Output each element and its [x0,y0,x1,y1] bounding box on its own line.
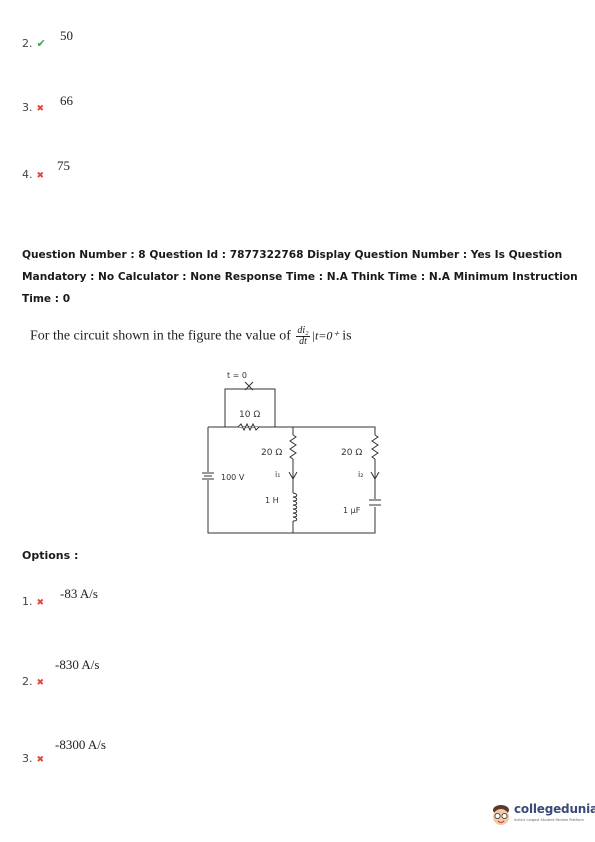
option-2: 2.✖ [22,675,44,688]
switch-icon [244,381,254,391]
option-number: 1. [22,595,33,608]
wrong-cross-icon: ✖ [36,755,45,765]
inductor-label: 1 H [265,496,279,505]
question-text: For the circuit shown in the figure the … [30,326,570,347]
option-1: 1.✖ [22,595,44,608]
question-meta-line: Question Number : 8 Question Id : 787732… [22,249,563,261]
option-3-text: -8300 A/s [55,737,106,752]
logo-name: collegedunia [514,802,595,816]
battery-icon [202,472,214,480]
logo-tagline: India's Largest Student Review Platform [514,818,584,822]
current-arrow-icon [288,471,298,481]
capacitor-label: 1 μF [343,506,361,515]
prev-option-4: 4.✖ [22,168,44,181]
wrong-cross-icon: ✖ [36,171,45,181]
option-number: 2. [22,675,33,688]
prev-option-4-text: 75 [57,158,70,173]
wrong-cross-icon: ✖ [36,678,45,688]
question-meta-line: Time : 0 [22,293,71,305]
collegedunia-logo: collegedunia India's Largest Student Rev… [490,800,595,832]
current-arrow-icon [370,471,380,481]
question-meta-line: Mandatory : No Calculator : None Respons… [22,271,578,283]
prev-option-3: 3.✖ [22,101,44,114]
r1-label: 10 Ω [239,410,260,420]
option-2-text: -830 A/s [55,657,100,672]
correct-check-icon: ✔ [36,37,46,50]
option-3: 3.✖ [22,752,44,765]
question-text-after: is [342,328,352,344]
fraction-denominator: dt [299,336,307,347]
evaluation-point: |t=0⁺ [311,328,339,343]
wrong-cross-icon: ✖ [36,598,45,608]
prev-option-3-text: 66 [60,93,73,108]
resistor-20-right-icon [371,434,379,460]
option-number: 3. [22,101,33,114]
switch-label: t = 0 [227,371,247,380]
i1-label: i₁ [275,470,280,479]
prev-option-2: 2.✔ [22,37,46,50]
circuit-diagram: t = 0 10 Ω 20 Ω 20 Ω 100 V i₁ i₂ 1 H 1 μ… [200,371,382,534]
r2-label: 20 Ω [261,448,282,458]
inductor-icon [292,492,298,522]
option-number: 2. [22,37,33,50]
source-label: 100 V [221,473,245,482]
fraction-numerator: di₂ [296,325,310,337]
i2-label: i₂ [358,470,363,479]
options-heading: Options : [22,549,79,562]
r3-label: 20 Ω [341,448,362,458]
prev-option-2-text: 50 [60,28,73,43]
resistor-20-left-icon [289,434,297,460]
question-meta: Question Number : 8 Question Id : 787732… [22,244,582,310]
option-1-text: -83 A/s [60,586,98,601]
mascot-icon [493,805,509,825]
wrong-cross-icon: ✖ [36,104,45,114]
option-number: 3. [22,752,33,765]
derivative-fraction: di₂ dt [296,325,310,347]
question-text-before: For the circuit shown in the figure the … [30,328,291,344]
resistor-10-icon [237,422,260,432]
option-number: 4. [22,168,33,181]
